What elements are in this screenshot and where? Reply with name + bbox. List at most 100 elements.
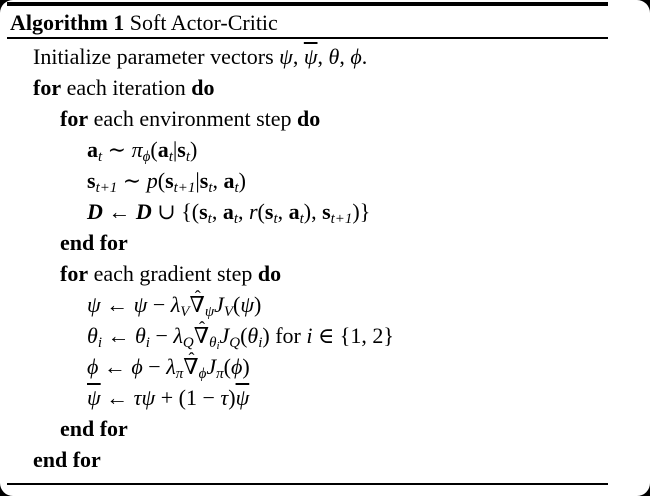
- algo-part: t+1: [330, 211, 353, 228]
- algo-part: D: [135, 199, 152, 224]
- algo-part: ←: [98, 354, 132, 379]
- algo-part: (: [257, 199, 265, 224]
- algo-part: ←: [100, 385, 134, 410]
- algo-part: τ: [133, 385, 142, 410]
- algorithm-line: for each iteration do: [0, 72, 650, 103]
- algo-part: ϕ: [87, 354, 99, 379]
- algorithm-line: ψ ← τψ + (1 − τ)ψ: [0, 382, 650, 413]
- algo-part: Q: [229, 335, 241, 352]
- algo-part: t: [233, 211, 238, 228]
- algo-part: a: [223, 168, 235, 193]
- algo-part: t: [98, 149, 103, 166]
- algo-part: t: [273, 211, 278, 228]
- algo-part: ←: [101, 323, 135, 348]
- algorithm-body: Initialize parameter vectors ψ, ψ, θ, ϕ.…: [0, 41, 650, 475]
- algo-part: do: [257, 261, 282, 286]
- algo-part: ϕ: [230, 354, 243, 379]
- algo-part: J: [214, 292, 224, 317]
- algo-part: each iteration: [61, 75, 192, 100]
- algo-part: ψ: [240, 292, 255, 317]
- algo-part: −: [147, 292, 171, 317]
- algo-part: ψ: [235, 385, 250, 410]
- algo-part: θ: [87, 323, 98, 348]
- algo-part: for: [33, 75, 62, 100]
- bottom-rule: [7, 483, 608, 485]
- algo-part: ): [254, 292, 262, 317]
- algo-part: ,: [211, 199, 223, 224]
- algo-part: ),: [303, 199, 323, 224]
- algorithm-line: end for: [0, 444, 650, 475]
- algo-part: t: [299, 211, 304, 228]
- algo-part: |: [195, 168, 200, 193]
- algo-part: λ: [170, 292, 181, 317]
- algo-part: J: [206, 354, 217, 379]
- algo-part: (: [157, 168, 166, 193]
- algo-part: t: [208, 180, 213, 197]
- algo-part: a: [288, 199, 300, 224]
- algo-part: s: [177, 137, 186, 162]
- hat-accent-icon: ˆ: [198, 317, 206, 338]
- algo-part: r: [248, 199, 258, 224]
- algo-part: ,: [317, 44, 329, 69]
- algo-part: (: [150, 137, 158, 162]
- algorithm-title: Soft Actor-Critic: [124, 10, 278, 35]
- algorithm-line: end for: [0, 413, 650, 444]
- algorithm-line: D ← D ∪ {(st, at, r(st, at), st+1)}: [0, 196, 650, 227]
- algo-part: ψ: [279, 44, 293, 69]
- algo-part: V: [180, 304, 190, 321]
- algo-part: ∈ {1, 2}: [312, 323, 394, 348]
- algo-part: ψ: [303, 44, 318, 69]
- algorithm-line: Initialize parameter vectors ψ, ψ, θ, ϕ.: [0, 41, 650, 72]
- algo-part: ): [242, 354, 250, 379]
- algo-part: π: [216, 366, 224, 383]
- algo-part: λ: [166, 354, 176, 379]
- algo-part: ∇: [193, 323, 210, 348]
- hat-accent-icon: ˆ: [188, 348, 195, 369]
- algo-part: t+1: [173, 180, 196, 197]
- algo-part: π: [175, 366, 184, 383]
- algo-part: for: [60, 106, 89, 131]
- algo-part: J: [219, 323, 230, 348]
- algo-part: π: [131, 137, 143, 162]
- algo-part: τ: [220, 385, 229, 410]
- algo-part: ,: [339, 44, 351, 69]
- algorithm-line: at ∼ πϕ(at|st): [0, 134, 650, 165]
- algo-part: p: [146, 168, 158, 193]
- algo-part: ψ: [141, 385, 156, 410]
- algo-part: s: [264, 199, 274, 224]
- algo-part: D: [87, 199, 103, 224]
- algo-part: ϕ: [198, 366, 207, 383]
- algorithm-label: Algorithm 1: [10, 10, 125, 35]
- nabla-hat: ˆ∇: [193, 318, 210, 351]
- algo-part: a: [157, 137, 169, 162]
- algo-part: ϕ: [142, 149, 151, 166]
- algo-part: i: [306, 323, 313, 348]
- algo-part: + (1 −: [155, 385, 221, 410]
- hat-accent-icon: ˆ: [194, 286, 201, 307]
- algo-part: .: [361, 44, 368, 69]
- algo-part: ,: [277, 199, 289, 224]
- algo-part: ,: [212, 168, 224, 193]
- algo-part: Q: [182, 335, 194, 352]
- algo-part: ←: [100, 292, 134, 317]
- algo-part: )}: [352, 199, 371, 224]
- algo-part: θ: [134, 323, 146, 348]
- algo-part: V: [223, 304, 234, 321]
- algo-part: θ: [247, 323, 259, 348]
- algo-part: i: [97, 335, 102, 352]
- nabla-hat: ˆ∇: [189, 287, 204, 320]
- algo-part: ∼: [102, 137, 132, 162]
- algo-part: end for: [60, 230, 128, 255]
- algorithm-line: for each environment step do: [0, 103, 650, 134]
- algo-part: s: [199, 199, 208, 224]
- algo-part: −: [149, 323, 174, 348]
- algo-part: (: [223, 354, 231, 379]
- algo-part: i: [145, 335, 150, 352]
- nabla-hat: ˆ∇: [183, 349, 198, 382]
- header-rule: [7, 37, 608, 39]
- algo-part: t+1: [95, 180, 118, 197]
- algo-part: ): [228, 385, 236, 410]
